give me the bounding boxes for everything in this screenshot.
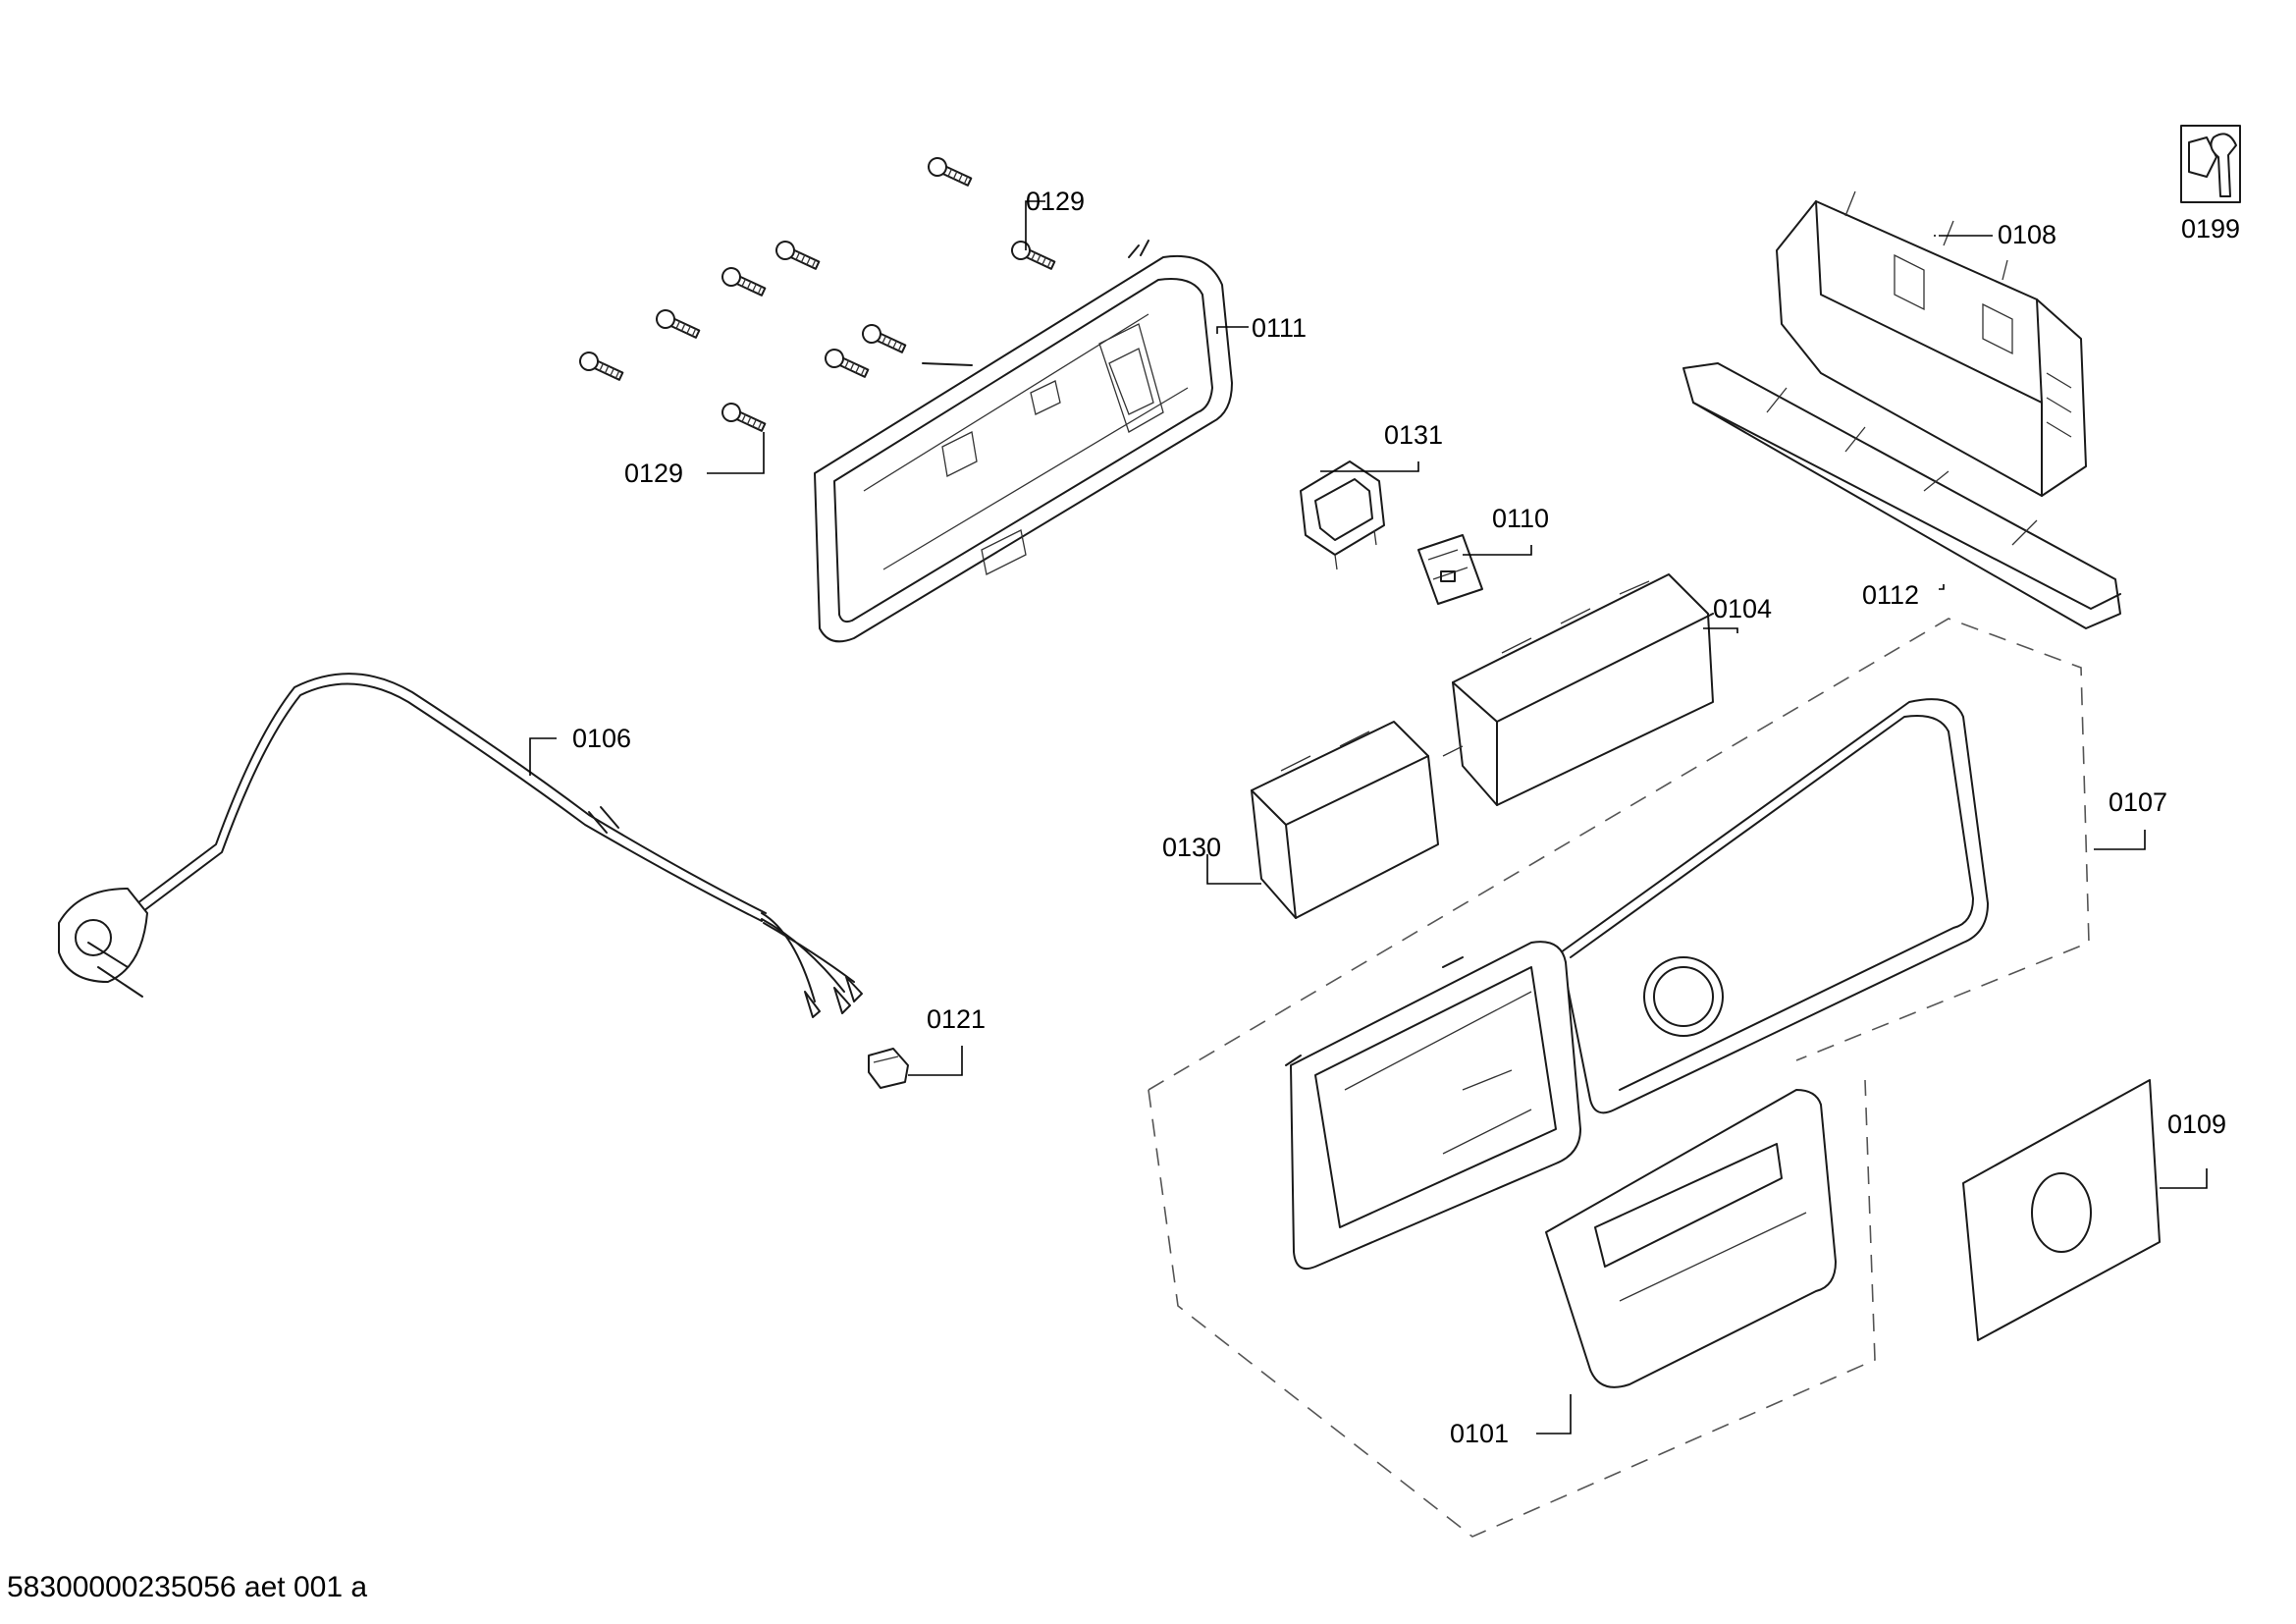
module-0130 bbox=[1251, 721, 1439, 919]
screw bbox=[579, 352, 624, 381]
screw bbox=[656, 309, 701, 339]
pcb-0110 bbox=[1417, 534, 1483, 605]
screw bbox=[928, 157, 973, 187]
label-0130: 0130 bbox=[1162, 833, 1221, 862]
screw bbox=[825, 349, 870, 378]
control-panel-frame-0111 bbox=[814, 240, 1233, 643]
label-0111: 0111 bbox=[1252, 313, 1307, 343]
label-0112: 0112 bbox=[1862, 580, 1919, 610]
drawer-handle-0101 bbox=[1545, 1089, 1837, 1388]
label-0129-bottom: 0129 bbox=[624, 459, 683, 488]
screw bbox=[721, 403, 767, 432]
clip-0121 bbox=[868, 1048, 909, 1089]
leader-lines bbox=[529, 200, 2208, 1435]
holder-0131 bbox=[1300, 460, 1385, 570]
assembly-outline bbox=[1148, 618, 2090, 1538]
document-id: 58300000235056 aet 001 a bbox=[7, 1571, 367, 1603]
screws-0129 bbox=[579, 157, 1056, 432]
module-0104 bbox=[1442, 573, 1714, 806]
rail-0112 bbox=[1682, 362, 2121, 629]
label-0109: 0109 bbox=[2167, 1110, 2226, 1139]
wrench-nut-icon bbox=[2180, 125, 2241, 203]
label-0199: 0199 bbox=[2181, 214, 2240, 244]
label-0108: 0108 bbox=[1998, 220, 2056, 249]
screw bbox=[775, 241, 821, 270]
decor-plate-0109 bbox=[1962, 1079, 2161, 1341]
part-labels: 0129 0129 0111 0131 0110 0104 0108 0112 … bbox=[572, 187, 2240, 1448]
label-0121: 0121 bbox=[927, 1004, 986, 1034]
pcb-0108 bbox=[1776, 190, 2087, 497]
label-0129-top: 0129 bbox=[1026, 187, 1085, 216]
screw bbox=[721, 267, 767, 297]
label-0101: 0101 bbox=[1450, 1419, 1509, 1448]
label-0131: 0131 bbox=[1384, 420, 1443, 450]
label-0107: 0107 bbox=[2109, 787, 2167, 817]
label-0104: 0104 bbox=[1713, 594, 1772, 623]
power-cord-0106 bbox=[58, 673, 863, 1018]
fascia-panel-0107 bbox=[1285, 698, 1989, 1271]
label-0110: 0110 bbox=[1492, 504, 1549, 533]
label-0106: 0106 bbox=[572, 724, 631, 753]
screw bbox=[1011, 241, 1056, 270]
screw bbox=[862, 324, 907, 353]
